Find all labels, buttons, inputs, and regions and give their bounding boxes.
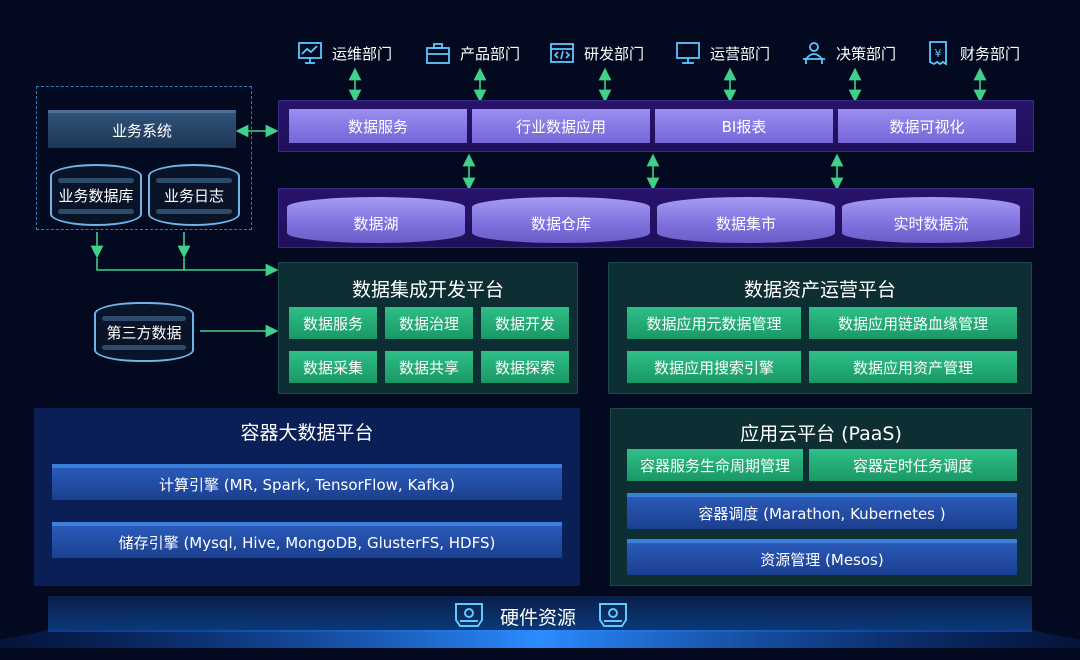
storage-band: 数据湖 数据仓库 数据集市 实时数据流 xyxy=(278,188,1034,248)
department-label: 运营部门 xyxy=(710,44,771,63)
container-platform: 容器大数据平台 计算引擎 (MR, Spark, TensorFlow, Kaf… xyxy=(34,408,580,586)
service-block: 数据服务 xyxy=(289,109,467,143)
asset-title: 数据资产运营平台 xyxy=(743,279,896,301)
department-label: 决策部门 xyxy=(836,44,897,63)
paas-title: 应用云平台 (PaaS) xyxy=(740,423,902,445)
business-database: 业务数据库 xyxy=(50,164,142,226)
compute-engine-bar: 计算引擎 (MR, Spark, TensorFlow, Kafka) xyxy=(52,464,562,500)
briefcase-icon xyxy=(426,43,450,64)
paas-item: 容器服务生命周期管理 xyxy=(627,449,803,481)
storage-engine-bar: 储存引擎 (Mysql, Hive, MongoDB, GlusterFS, H… xyxy=(52,522,562,558)
department-product: 产品部门 xyxy=(424,38,520,68)
user-desk-icon xyxy=(803,42,825,64)
hardware-label: 硬件资源 xyxy=(500,607,577,629)
integration-item: 数据共享 xyxy=(385,351,473,383)
paas-item: 容器定时任务调度 xyxy=(809,449,1017,481)
integration-item: 数据服务 xyxy=(289,307,377,339)
third-party-data: 第三方数据 xyxy=(94,302,194,362)
log-label: 业务日志 xyxy=(163,186,224,205)
department-label: 运维部门 xyxy=(332,44,393,63)
asset-item: 数据应用搜索引擎 xyxy=(627,351,801,383)
storage-cylinder: 数据集市 xyxy=(657,197,835,243)
storage-cylinder: 数据仓库 xyxy=(472,197,650,243)
business-system-frame xyxy=(36,86,252,230)
asset-item: 数据应用资产管理 xyxy=(809,351,1017,383)
asset-item: 数据应用元数据管理 xyxy=(627,307,801,339)
integration-title: 数据集成开发平台 xyxy=(351,279,504,301)
integration-item: 数据采集 xyxy=(289,351,377,383)
container-title: 容器大数据平台 xyxy=(240,422,374,444)
asset-platform: 数据资产运营平台 数据应用元数据管理 数据应用链路血缘管理 数据应用搜索引擎 数… xyxy=(608,262,1032,394)
storage-cylinder: 数据湖 xyxy=(287,197,465,243)
receipt-yen-icon: ¥ xyxy=(929,41,947,66)
hardware-left-icon xyxy=(452,600,486,634)
department-ops: 运维部门 xyxy=(296,38,392,68)
svg-text:¥: ¥ xyxy=(935,47,942,60)
department-decision: 决策部门 xyxy=(800,38,896,68)
department-label: 研发部门 xyxy=(584,44,645,63)
department-operations: 运营部门 xyxy=(674,38,770,68)
resource-management-bar: 资源管理 (Mesos) xyxy=(627,539,1017,575)
third-party-label: 第三方数据 xyxy=(106,323,182,342)
integration-item: 数据探索 xyxy=(481,351,569,383)
business-system-block: 业务系统 xyxy=(48,110,236,148)
service-block: 行业数据应用 xyxy=(472,109,650,143)
desktop-icon xyxy=(676,42,700,64)
service-block: 数据可视化 xyxy=(838,109,1016,143)
service-band: 数据服务 行业数据应用 BI报表 数据可视化 xyxy=(278,100,1034,152)
asset-item: 数据应用链路血缘管理 xyxy=(809,307,1017,339)
integration-item: 数据开发 xyxy=(481,307,569,339)
integration-platform: 数据集成开发平台 数据服务 数据治理 数据开发 数据采集 数据共享 数据探索 xyxy=(278,262,578,394)
code-window-icon xyxy=(550,43,574,63)
monitor-chart-icon xyxy=(298,42,322,64)
database-label: 业务数据库 xyxy=(58,186,134,205)
hardware-right-icon xyxy=(596,600,630,634)
business-log: 业务日志 xyxy=(148,164,240,226)
paas-platform: 应用云平台 (PaaS) 容器服务生命周期管理 容器定时任务调度 容器调度 (M… xyxy=(610,408,1032,586)
service-block: BI报表 xyxy=(655,109,833,143)
department-label: 财务部门 xyxy=(960,44,1021,63)
department-finance: ¥ 财务部门 xyxy=(924,38,1020,68)
container-scheduling-bar: 容器调度 (Marathon, Kubernetes ) xyxy=(627,493,1017,529)
storage-cylinder: 实时数据流 xyxy=(842,197,1020,243)
department-rnd: 研发部门 xyxy=(548,38,644,68)
hardware-platform xyxy=(0,596,1080,648)
department-label: 产品部门 xyxy=(460,44,521,63)
integration-item: 数据治理 xyxy=(385,307,473,339)
